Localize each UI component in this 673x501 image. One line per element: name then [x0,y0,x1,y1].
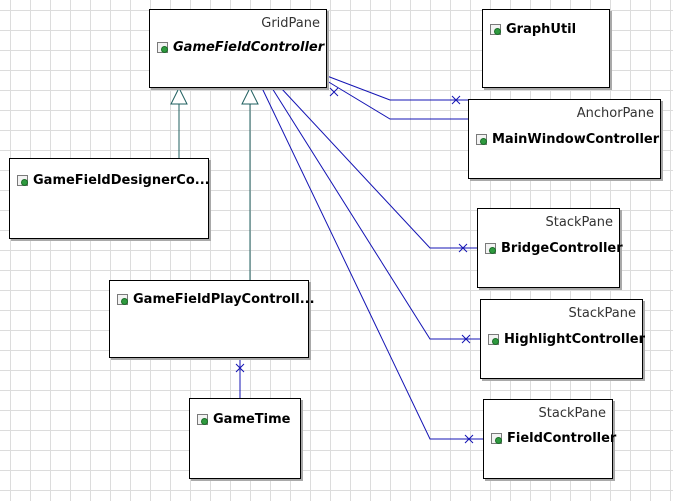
class-gamefielddesignercontroller[interactable]: GameFieldDesignerCo... [9,158,210,239]
association-line [271,87,480,340]
class-gametime[interactable]: GameTime [189,398,301,479]
class-name: GameFieldController [173,40,325,55]
association-line [326,75,468,101]
class-name: GameFieldDesignerCo... [33,173,210,188]
generalization-arrowhead [241,86,259,105]
association-end-cross [329,87,339,97]
class-title: MainWindowController [476,132,659,147]
class-icon [488,334,499,345]
class-name: MainWindowController [492,132,660,147]
class-stereotype: StackPane [538,406,606,421]
association-end-cross [461,334,471,344]
association-end-cross [458,243,468,253]
class-icon [157,42,168,53]
association-line [261,87,483,440]
class-bridgecontroller[interactable]: StackPane BridgeController [477,208,623,288]
class-title: BridgeController [485,241,623,256]
association-line [326,80,468,120]
class-name: BridgeController [501,241,623,256]
generalization-arrowhead [170,86,188,105]
class-title: GameTime [197,412,291,427]
association-end-cross [451,95,461,105]
class-name: FieldController [507,431,617,446]
class-gamefieldcontroller[interactable]: GridPane GameFieldController [149,9,327,88]
class-title: HighlightController [488,332,645,347]
class-icon [491,433,502,444]
class-fieldcontroller[interactable]: StackPane FieldController [483,399,616,479]
class-title: GameFieldDesignerCo... [17,173,210,188]
class-title: GameFieldPlayControll... [117,292,315,307]
class-title: GameFieldController [157,40,324,55]
class-icon [490,24,501,35]
association-end-cross [235,363,245,373]
class-graphutil[interactable]: GraphUtil [482,9,610,88]
class-name: GraphUtil [506,22,577,37]
class-icon [485,243,496,254]
class-name: GameTime [213,412,291,427]
class-gamefieldplaycontroller[interactable]: GameFieldPlayControll... [109,280,315,358]
class-mainwindowcontroller[interactable]: AnchorPane MainWindowController [468,99,661,179]
class-stereotype: GridPane [261,16,320,31]
class-name: GameFieldPlayControll... [133,292,315,307]
class-icon [476,134,487,145]
association-end-cross [464,434,474,444]
association-line [280,87,477,249]
class-stereotype: StackPane [568,306,636,321]
class-highlightcontroller[interactable]: StackPane HighlightController [480,299,645,379]
class-name: HighlightController [504,332,646,347]
class-title: FieldController [491,431,616,446]
class-title: GraphUtil [490,22,576,37]
class-icon [117,294,128,305]
class-icon [17,175,28,186]
class-stereotype: AnchorPane [576,106,654,121]
class-stereotype: StackPane [545,215,613,230]
class-icon [197,414,208,425]
